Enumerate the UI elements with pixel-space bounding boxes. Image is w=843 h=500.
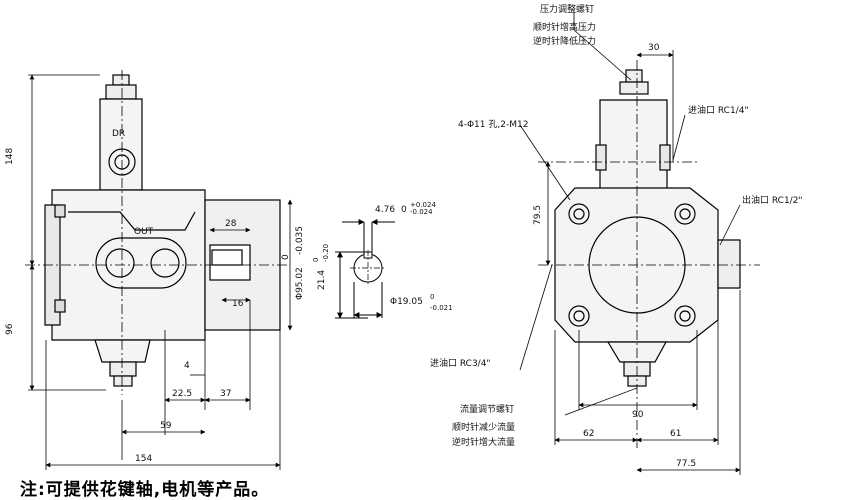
callout-outlet: 出油口 RC1/2"	[742, 194, 803, 206]
right-view-labels: 压力调整螺钉 顺时针增高压力 逆时针降低压力 30 4-Φ11 孔,2-M12 …	[430, 3, 803, 469]
dim-37: 37	[220, 389, 231, 399]
callout-pressure-ccw: 逆时针降低压力	[533, 35, 596, 47]
shaft-tol-upper: 0	[430, 293, 434, 301]
dim-shaft-tol-lower: -0.035	[295, 226, 305, 255]
out-label: OUT	[134, 227, 154, 237]
footer-note: 注:可提供花键轴,电机等产品。	[20, 480, 270, 500]
shaft-section	[335, 219, 395, 319]
dim-79-5: 79.5	[533, 205, 543, 225]
shaft-dia: Φ19.05	[390, 297, 423, 307]
dim-59: 59	[160, 421, 172, 431]
dim-30: 30	[648, 43, 660, 53]
key-tol-side: -0.024	[410, 208, 433, 216]
dim-4: 4	[184, 361, 190, 371]
height-tol-lower: -0.20	[322, 244, 330, 262]
dim-28: 28	[225, 219, 237, 229]
key-width: 4.76	[375, 205, 395, 215]
dim-154: 154	[135, 454, 152, 464]
dim-shaft-dia: Φ95.02	[295, 267, 305, 300]
dim-62: 62	[583, 429, 594, 439]
dim-16: 16	[232, 299, 244, 309]
dim-shaft-tol-upper: 0	[281, 254, 291, 260]
bolt-holes	[568, 203, 696, 327]
key-tol-lower: 0	[401, 205, 407, 215]
dim-77-5: 77.5	[676, 459, 696, 469]
dim-96: 96	[5, 323, 15, 335]
dim-90: 90	[632, 410, 644, 420]
callout-flow-ccw: 逆时针增大流量	[452, 436, 515, 448]
dim-61: 61	[670, 429, 681, 439]
left-view	[25, 70, 290, 395]
shaft-section-labels: 4.76 +0.024 0 -0.024 21.4 0 -0.20 Φ19.05…	[312, 201, 453, 312]
right-view-dimensions	[519, 10, 741, 475]
callout-holes: 4-Φ11 孔,2-M12	[458, 119, 528, 130]
callout-flow-cw: 顺时针减少流量	[452, 421, 515, 433]
shaft-tol-lower: -0.021	[430, 304, 453, 312]
callout-flow-title: 流量调节螺钉	[460, 403, 514, 415]
dim-148: 148	[5, 148, 15, 165]
left-view-labels: DR OUT 148 96 28 16 Φ95.02 0 -0.035 4 22…	[5, 129, 305, 464]
key-tol-upper: +0.024	[410, 201, 436, 209]
dr-label: DR	[112, 129, 125, 139]
right-view	[538, 60, 760, 450]
dim-22-5: 22.5	[172, 389, 192, 399]
left-view-dimensions	[28, 74, 293, 470]
height-label: 21.4	[317, 270, 327, 290]
callout-pressure-cw: 顺时针增高压力	[533, 21, 596, 33]
callout-inlet: 进油口 RC3/4"	[430, 357, 491, 369]
height-tol-upper: 0	[312, 258, 320, 262]
callout-pressure-title: 压力调整螺钉	[540, 3, 594, 15]
callout-inlet-small: 进油口 RC1/4"	[688, 104, 749, 116]
